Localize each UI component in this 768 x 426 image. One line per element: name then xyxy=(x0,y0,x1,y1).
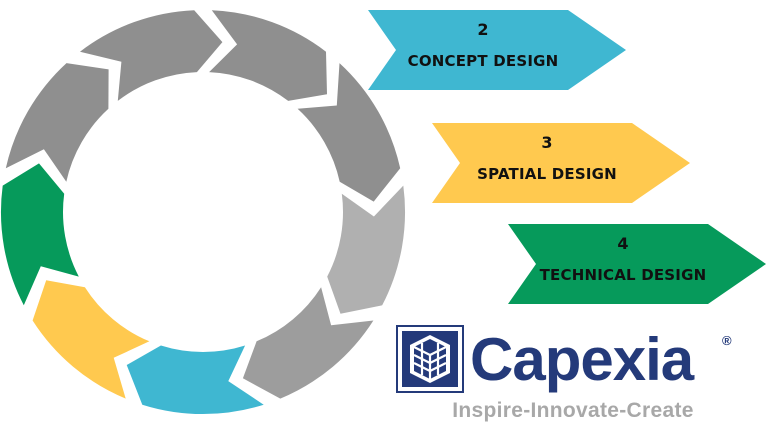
stage-arrow-shape xyxy=(432,123,690,203)
ring-segment-gray-3 xyxy=(209,10,327,101)
stage-label: TECHNICAL DESIGN xyxy=(539,266,707,284)
ring-segment-gray-6 xyxy=(242,287,374,399)
stage-number: 2 xyxy=(477,20,489,39)
capexia-logo: Capexia ® Inspire-Innovate-Create xyxy=(396,325,768,426)
process-cycle-ring xyxy=(0,10,406,415)
stage-label: SPATIAL DESIGN xyxy=(477,165,617,183)
stage-label: CONCEPT DESIGN xyxy=(407,52,559,70)
capexia-cube-icon xyxy=(396,325,464,393)
ring-segment-gray-1 xyxy=(5,63,109,182)
stage-arrow-shape xyxy=(368,10,626,90)
ring-segment-green xyxy=(0,163,79,306)
ring-segment-gray-5 xyxy=(327,185,406,314)
ring-segment-yellow xyxy=(32,280,150,399)
logo-tagline: Inspire-Innovate-Create xyxy=(452,399,694,422)
logo-wordmark: Capexia xyxy=(470,326,694,393)
stage-concept-design: 2 CONCEPT DESIGN xyxy=(368,10,628,90)
stage-technical-design: 4 TECHNICAL DESIGN xyxy=(508,224,768,304)
stage-number: 4 xyxy=(617,234,629,253)
stage-spatial-design: 3 SPATIAL DESIGN xyxy=(432,123,692,203)
registered-mark: ® xyxy=(722,333,732,348)
stage-number: 3 xyxy=(541,133,553,152)
stage-arrow-shape xyxy=(508,224,766,304)
ring-segment-blue xyxy=(126,345,264,415)
ring-segment-gray-2 xyxy=(80,10,223,101)
ring-segment-gray-4 xyxy=(297,63,401,202)
